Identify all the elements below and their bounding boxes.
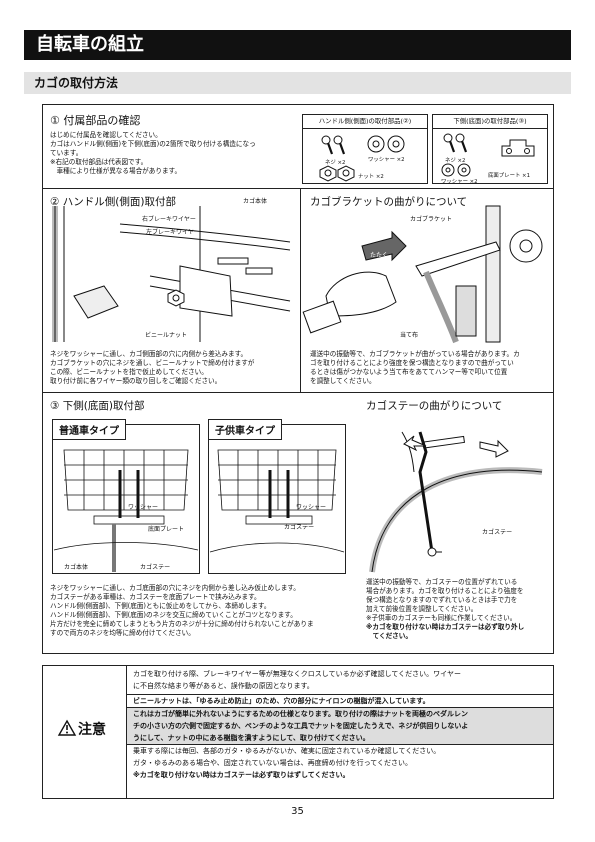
- parts-box-handle: ハンドル側(側面)の取付部品(②): [302, 114, 428, 184]
- caution-row: うにして、ナットの中にある樹脂を潰すようにして、取り付けてください。: [127, 732, 553, 745]
- normal-type-figure: [52, 424, 200, 574]
- sec1-title: ① 付属部品の確認: [50, 114, 141, 127]
- parts-box-heading: 下側(底面)の取付部品(③): [433, 115, 547, 129]
- caution-row: ビニールナットは、「ゆるみ止め防止」のため、穴の部分にナイロンの樹脂が混入してい…: [127, 695, 553, 708]
- right-wire-label: 右ブレーキワイヤー: [142, 216, 196, 223]
- bracket-label: カゴブラケット: [410, 216, 453, 223]
- stay-text: 運送中の振動等で、カゴステーの位置がずれている 場合があります。カゴを取り付ける…: [366, 578, 525, 640]
- instructions-frame: [42, 104, 554, 654]
- sec2-text: ネジをワッシャーに通し、カゴ側面部の穴に内側から差込みます。 カゴブラケットの穴…: [50, 350, 255, 385]
- screw-icon: [321, 135, 346, 155]
- bracket-title: カゴブラケットの曲がりについて: [310, 196, 468, 208]
- washer-icon: [367, 135, 405, 153]
- page-number: 35: [291, 806, 304, 817]
- parts-washer-label: ワッシャー ×2: [368, 157, 405, 163]
- divider: [300, 188, 301, 392]
- stay-title: カゴステーの曲がりについて: [366, 400, 503, 412]
- caution-row: チの小さい方の穴側で固定するか、ペンチのような工具でナットを固定したうえで、ネジ…: [127, 720, 553, 732]
- parts-box-bottom: 下側(底面)の取付部品(③): [432, 114, 548, 184]
- nut-icon: [319, 165, 355, 182]
- caution-row: カゴを取り付ける際、ブレーキワイヤー等が無理なくクロスしているか必ず確認してくだ…: [133, 670, 461, 678]
- parts-washer-label: ワッシャー ×2: [441, 179, 478, 185]
- basket-label: カゴ本体: [243, 198, 268, 205]
- child-type-heading: 子供車タイプ: [208, 419, 282, 440]
- stay-label: カゴステー: [140, 564, 171, 571]
- plate-label: 底面プレート: [148, 526, 185, 533]
- screw-icon: [443, 133, 468, 153]
- caution-label: 注意: [78, 722, 106, 738]
- washer-icon: [441, 163, 471, 177]
- vinyl-nut-label: ビニールナット: [145, 332, 188, 339]
- stay-label: カゴステー: [284, 524, 315, 531]
- parts-screw-label: ネジ ×2: [445, 158, 466, 164]
- bracket-text: 運送中の振動等で、カゴブラケットが曲がっている場合があります。カ ゴを取り付ける…: [310, 350, 520, 385]
- caution-row: 乗車する際には毎回、各部のガタ・ゆるみがないか、確実に固定されているか確認してく…: [133, 747, 441, 755]
- stay-illustration: [369, 431, 543, 573]
- washer-label: ワッシャー: [128, 504, 159, 511]
- sec2-title: ② ハンドル側(側面)取付部: [50, 196, 176, 208]
- caution-box: [42, 665, 554, 799]
- cloth-label: 当て布: [400, 332, 419, 339]
- left-wire-label: 左ブレーキワイヤー: [146, 229, 200, 236]
- sec3-text: ネジをワッシャーに通し、カゴ底面部の穴にネジを内側から差し込み仮止めします。 カ…: [50, 584, 314, 637]
- basket-label: カゴ本体: [64, 564, 89, 571]
- divider: [42, 188, 554, 189]
- divider: [126, 665, 127, 799]
- parts-plate-label: 底面プレート ×1: [488, 173, 531, 179]
- caution-content: カゴを取り付ける際、ブレーキワイヤー等が無理なくクロスしているか必ず確認してくだ…: [127, 668, 553, 781]
- child-basket-illustration: [209, 449, 345, 553]
- washer-label: ワッシャー: [296, 504, 327, 511]
- sec1-text: はじめに付属品を確認してください。 カゴはハンドル側(側面)を下側(底面)の2箇…: [50, 131, 256, 175]
- page-title: 自転車の組立: [24, 30, 571, 60]
- bracket-illustration: [302, 205, 543, 344]
- tap-label: たたく: [370, 252, 389, 259]
- handle-mount-illustration: [52, 206, 291, 342]
- warning-icon: [57, 719, 77, 736]
- stay-label: カゴステー: [482, 529, 513, 536]
- caution-row: ※カゴを取り付けない時はカゴステーは必ず取りはずしてください。: [133, 771, 350, 779]
- plate-icon: [501, 139, 535, 157]
- parts-box-heading: ハンドル側(側面)の取付部品(②): [303, 115, 427, 129]
- caution-row: に不自然な絡まり等があると、誤作動の原因となります。: [127, 680, 553, 695]
- caution-row: これはカゴが簡単に外れないようにするための仕様となります。取り付けの際はナットを…: [127, 708, 553, 720]
- caution-row: ガタ・ゆるみのある場合や、固定されていない場合は、再度締め付けを行ってください。: [133, 759, 413, 767]
- normal-type-heading: 普通車タイプ: [52, 419, 126, 440]
- section-subtitle: カゴの取付方法: [24, 72, 571, 94]
- parts-nut-label: ナット ×2: [358, 174, 384, 180]
- normal-basket-illustration: [53, 449, 199, 572]
- sec3-title: ③ 下側(底面)取付部: [50, 400, 145, 412]
- parts-screw-label: ネジ ×2: [325, 160, 346, 166]
- divider: [42, 392, 554, 393]
